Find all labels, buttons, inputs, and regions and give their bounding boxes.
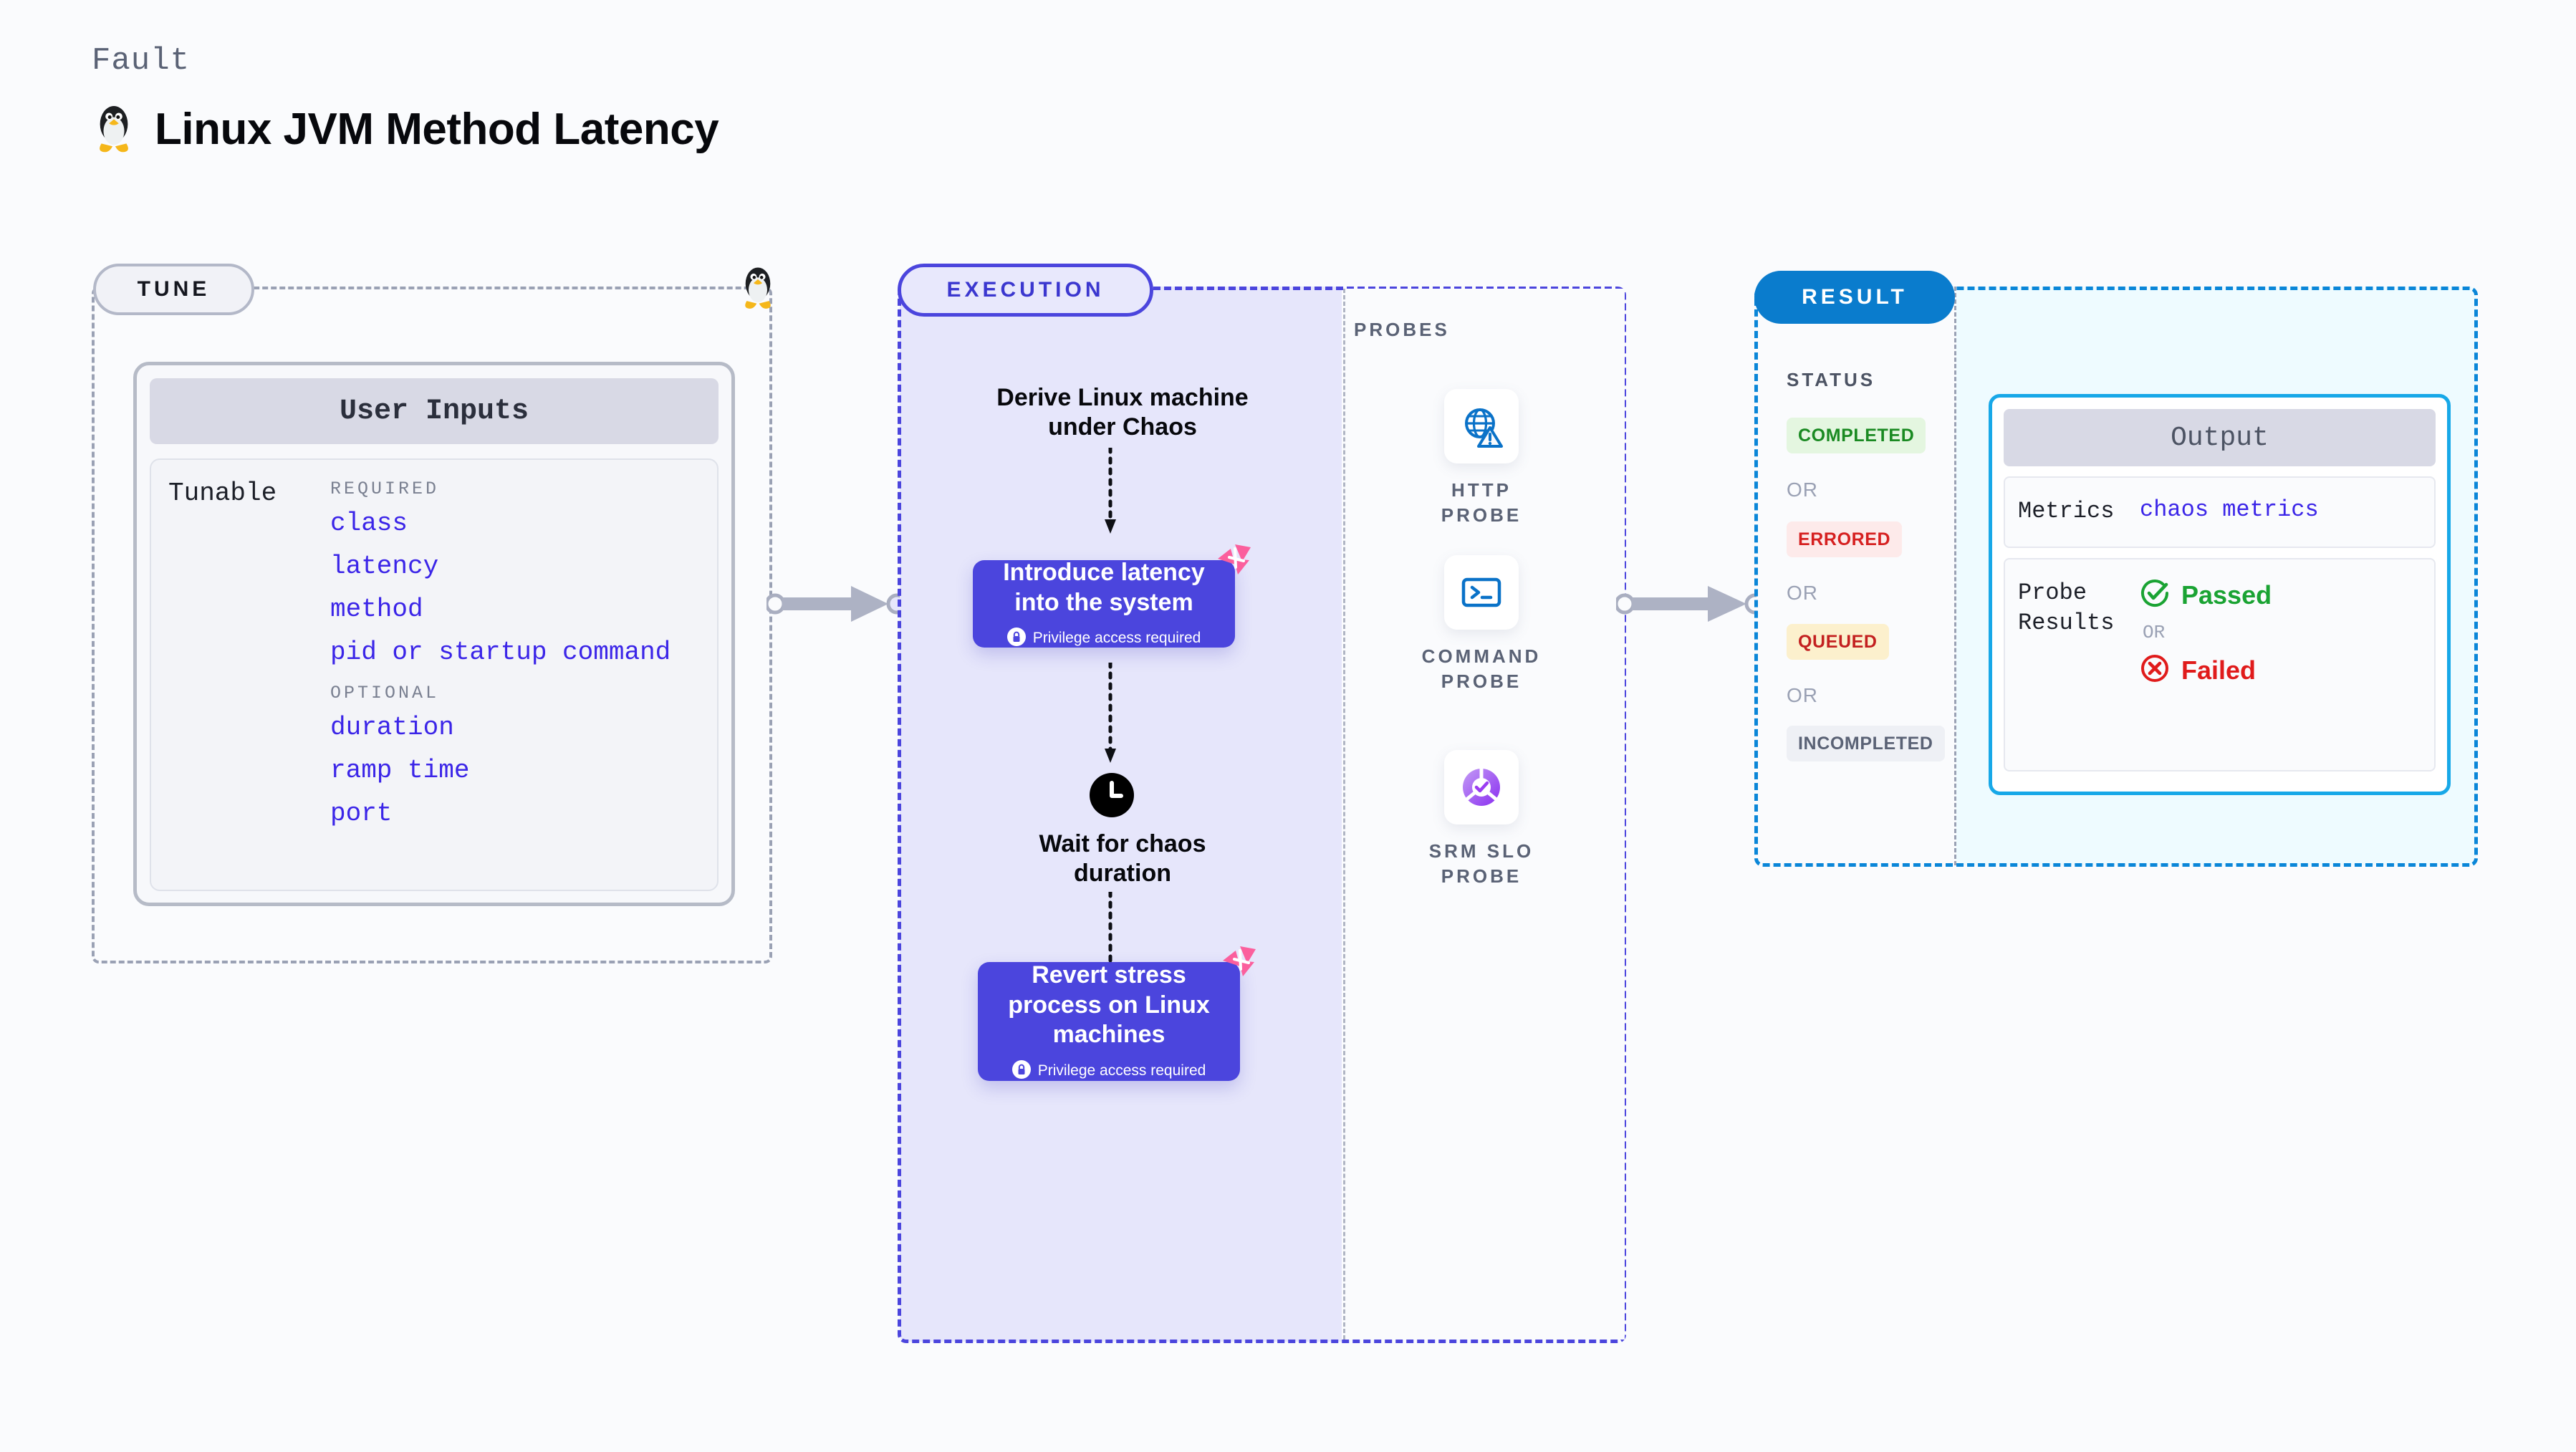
- output-title: Output: [2004, 409, 2436, 466]
- title-row: Linux JVM Method Latency: [92, 103, 719, 155]
- group-heading-optional: OPTIONAL: [330, 683, 440, 703]
- probe-results-key: Probe Results: [2018, 580, 2115, 636]
- arrow-introduce-to-wait: [1102, 660, 1119, 770]
- privilege-note: Privilege access required: [1011, 1059, 1206, 1082]
- metrics-value[interactable]: chaos metrics: [2140, 496, 2319, 523]
- privilege-note: Privilege access required: [1006, 627, 1201, 650]
- connector-tune-to-execution: [764, 579, 910, 633]
- tunable-item-ramp-time[interactable]: ramp time: [330, 756, 470, 785]
- chaos-logo-icon: [1213, 543, 1254, 585]
- status-section-label: STATUS: [1787, 369, 1876, 390]
- result-zone: [1754, 287, 2478, 867]
- connector-execution-to-result: [1614, 579, 1768, 633]
- status-badge-incompleted: INCOMPLETED: [1787, 726, 1945, 761]
- linux-penguin-icon: [92, 103, 136, 155]
- output-row-probe-results: Probe Results Passed OR: [2004, 558, 2436, 771]
- group-heading-required: REQUIRED: [330, 479, 440, 499]
- probe-srm-slo[interactable]: SRM SLO PROBE: [1410, 750, 1553, 889]
- failed-label: Failed: [2181, 655, 2257, 685]
- probe-label: SRM SLO PROBE: [1428, 840, 1534, 888]
- probe-result-failed: Failed: [2140, 653, 2421, 687]
- result-status-column: [1756, 287, 1956, 865]
- user-inputs-title: User Inputs: [150, 378, 719, 444]
- tune-pill[interactable]: TUNE: [93, 264, 254, 315]
- probe-results-value: Passed OR Failed: [2140, 578, 2421, 751]
- tunable-body: Tunable REQUIRED class latency method pi…: [150, 458, 719, 891]
- linux-penguin-border-icon: [738, 265, 778, 314]
- step-title: Revert stress process on Linux machines: [1008, 961, 1210, 1049]
- tunable-item-latency[interactable]: latency: [330, 552, 439, 581]
- tunable-item-method[interactable]: method: [330, 595, 423, 624]
- probe-result-or: OR: [2143, 622, 2166, 643]
- result-pill[interactable]: RESULT: [1754, 271, 1955, 324]
- privilege-note-text: Privilege access required: [1032, 630, 1201, 647]
- tunable-label: Tunable: [168, 479, 277, 508]
- metrics-value-wrap: chaos metrics: [2140, 496, 2421, 528]
- privilege-note-text: Privilege access required: [1037, 1062, 1206, 1080]
- execution-step-revert-stress[interactable]: Revert stress process on Linux machines …: [978, 946, 1256, 1082]
- page-header: Fault Linux JVM Method Latency: [92, 43, 719, 155]
- execution-step-derive: Derive Linux machine under Chaos: [996, 384, 1249, 441]
- status-or-1: OR: [1787, 479, 1818, 501]
- tunable-item-pid-or-startup-command[interactable]: pid or startup command: [330, 638, 671, 667]
- probe-http[interactable]: HTTP PROBE: [1410, 389, 1553, 528]
- chaos-logo-icon: [1219, 945, 1259, 987]
- status-or-2: OR: [1787, 582, 1818, 604]
- clock-icon: [1090, 773, 1134, 821]
- execution-pill[interactable]: EXECUTION: [898, 264, 1153, 317]
- tunable-item-port[interactable]: port: [330, 799, 393, 828]
- status-badge-errored: ERRORED: [1787, 521, 1903, 557]
- probes-section-label: PROBES: [1354, 319, 1450, 340]
- arrow-derive-to-introduce: [1102, 446, 1119, 541]
- output-card: Output Metrics chaos metrics Probe Resul…: [1989, 394, 2451, 795]
- fault-kicker: Fault: [92, 43, 191, 79]
- lock-icon: [1011, 1059, 1031, 1082]
- probe-result-passed: Passed: [2140, 578, 2421, 612]
- tune-zone: [92, 287, 772, 963]
- globe-warning-icon: [1444, 389, 1519, 463]
- status-badge-queued: QUEUED: [1787, 624, 1889, 660]
- status-or-3: OR: [1787, 684, 1818, 706]
- status-badge-completed: COMPLETED: [1787, 418, 1926, 453]
- tunable-item-class[interactable]: class: [330, 509, 408, 538]
- execution-step-wait: Wait for chaos duration: [1039, 830, 1206, 888]
- output-row-metrics: Metrics chaos metrics: [2004, 476, 2436, 548]
- tunable-list: REQUIRED class latency method pid or sta…: [330, 479, 717, 890]
- passed-label: Passed: [2181, 580, 2272, 610]
- check-circle-icon: [2140, 578, 2170, 612]
- terminal-icon: [1444, 555, 1519, 630]
- user-inputs-card: User Inputs Tunable REQUIRED class laten…: [133, 362, 735, 906]
- lock-icon: [1006, 627, 1026, 650]
- x-circle-icon: [2140, 653, 2170, 687]
- tunable-item-duration[interactable]: duration: [330, 713, 454, 742]
- probe-label: HTTP PROBE: [1441, 479, 1522, 527]
- probe-command[interactable]: COMMAND PROBE: [1410, 555, 1553, 694]
- execution-step-introduce-latency[interactable]: Introduce latency into the system Privil…: [973, 544, 1251, 650]
- step-title: Introduce latency into the system: [1003, 559, 1205, 616]
- probe-label: COMMAND PROBE: [1421, 645, 1542, 693]
- slo-check-icon: [1444, 750, 1519, 824]
- metrics-key: Metrics: [2018, 498, 2115, 524]
- page-title: Linux JVM Method Latency: [155, 104, 719, 154]
